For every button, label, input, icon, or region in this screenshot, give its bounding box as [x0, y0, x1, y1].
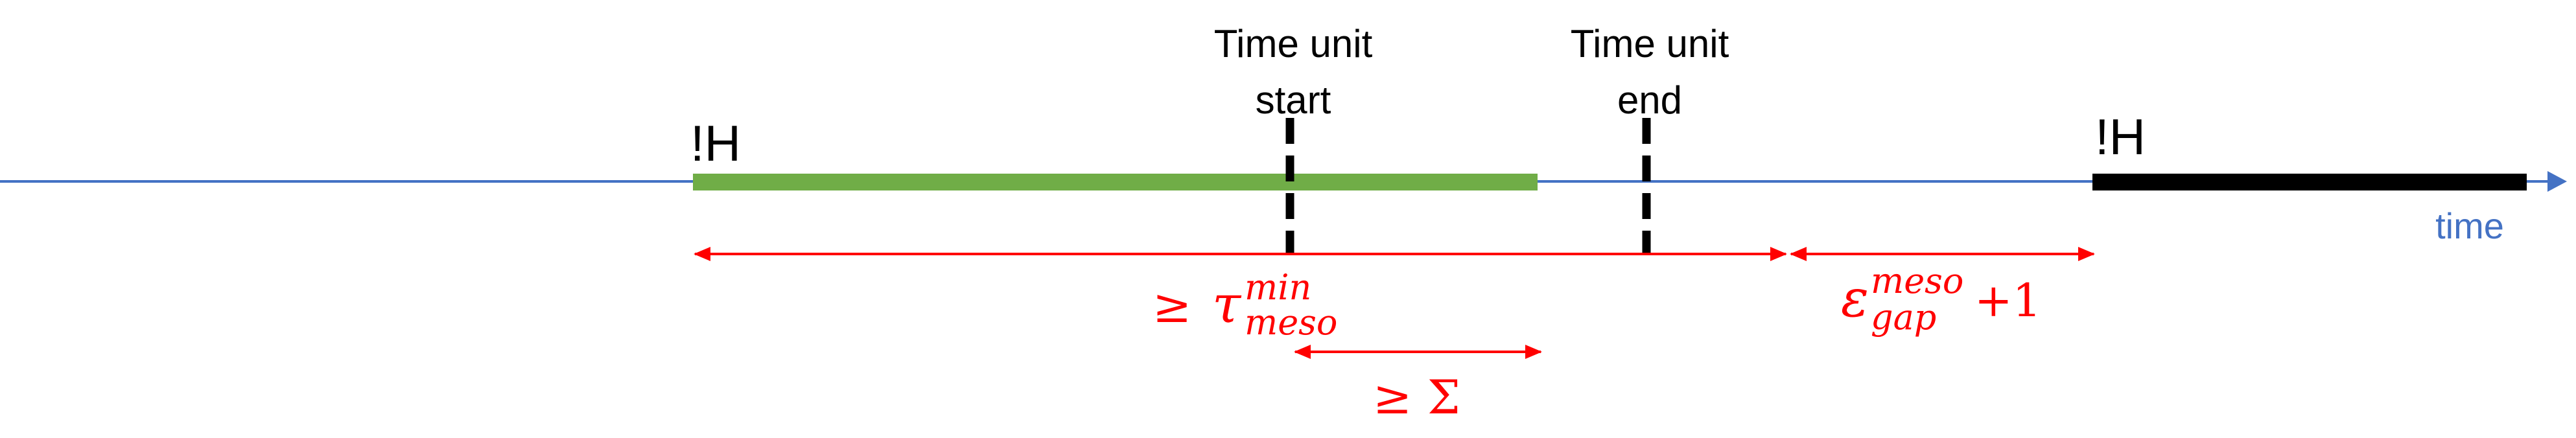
time-axis-arrowhead — [2547, 171, 2567, 192]
epsilon-symbol: ε — [1841, 268, 1869, 328]
tau-relation: ≥ — [1153, 279, 1191, 333]
time-unit-start-label-line2: start — [1256, 78, 1331, 122]
time-axis-label: time — [2435, 205, 2504, 246]
not-h-label-left: !H — [690, 115, 741, 172]
tau-superscript: min — [1245, 267, 1311, 308]
time-unit-start-label-line1: Time unit — [1214, 22, 1373, 65]
sigma-relation: ≥ — [1373, 370, 1412, 424]
sigma-symbol: Σ — [1427, 370, 1460, 424]
epsilon-suffix: +1 — [1974, 274, 2041, 327]
black-not-h-bar — [2092, 174, 2527, 190]
not-h-label-right: !H — [2095, 108, 2146, 165]
epsilon-superscript: meso — [1871, 260, 1963, 301]
green-not-h-interval-bar — [693, 174, 1538, 190]
tau-subscript: meso — [1245, 302, 1337, 343]
sigma-label: ≥ Σ — [1373, 370, 1460, 424]
time-unit-end-label-line1: Time unit — [1571, 22, 1729, 65]
epsilon-gap-label: ε meso gap +1 — [1841, 260, 2041, 338]
epsilon-subscript: gap — [1871, 297, 1936, 338]
time-unit-end-label-line2: end — [1617, 78, 1682, 122]
tau-symbol: τ — [1212, 274, 1242, 334]
tau-meso-min-label: ≥ τ min meso — [1153, 267, 1337, 343]
